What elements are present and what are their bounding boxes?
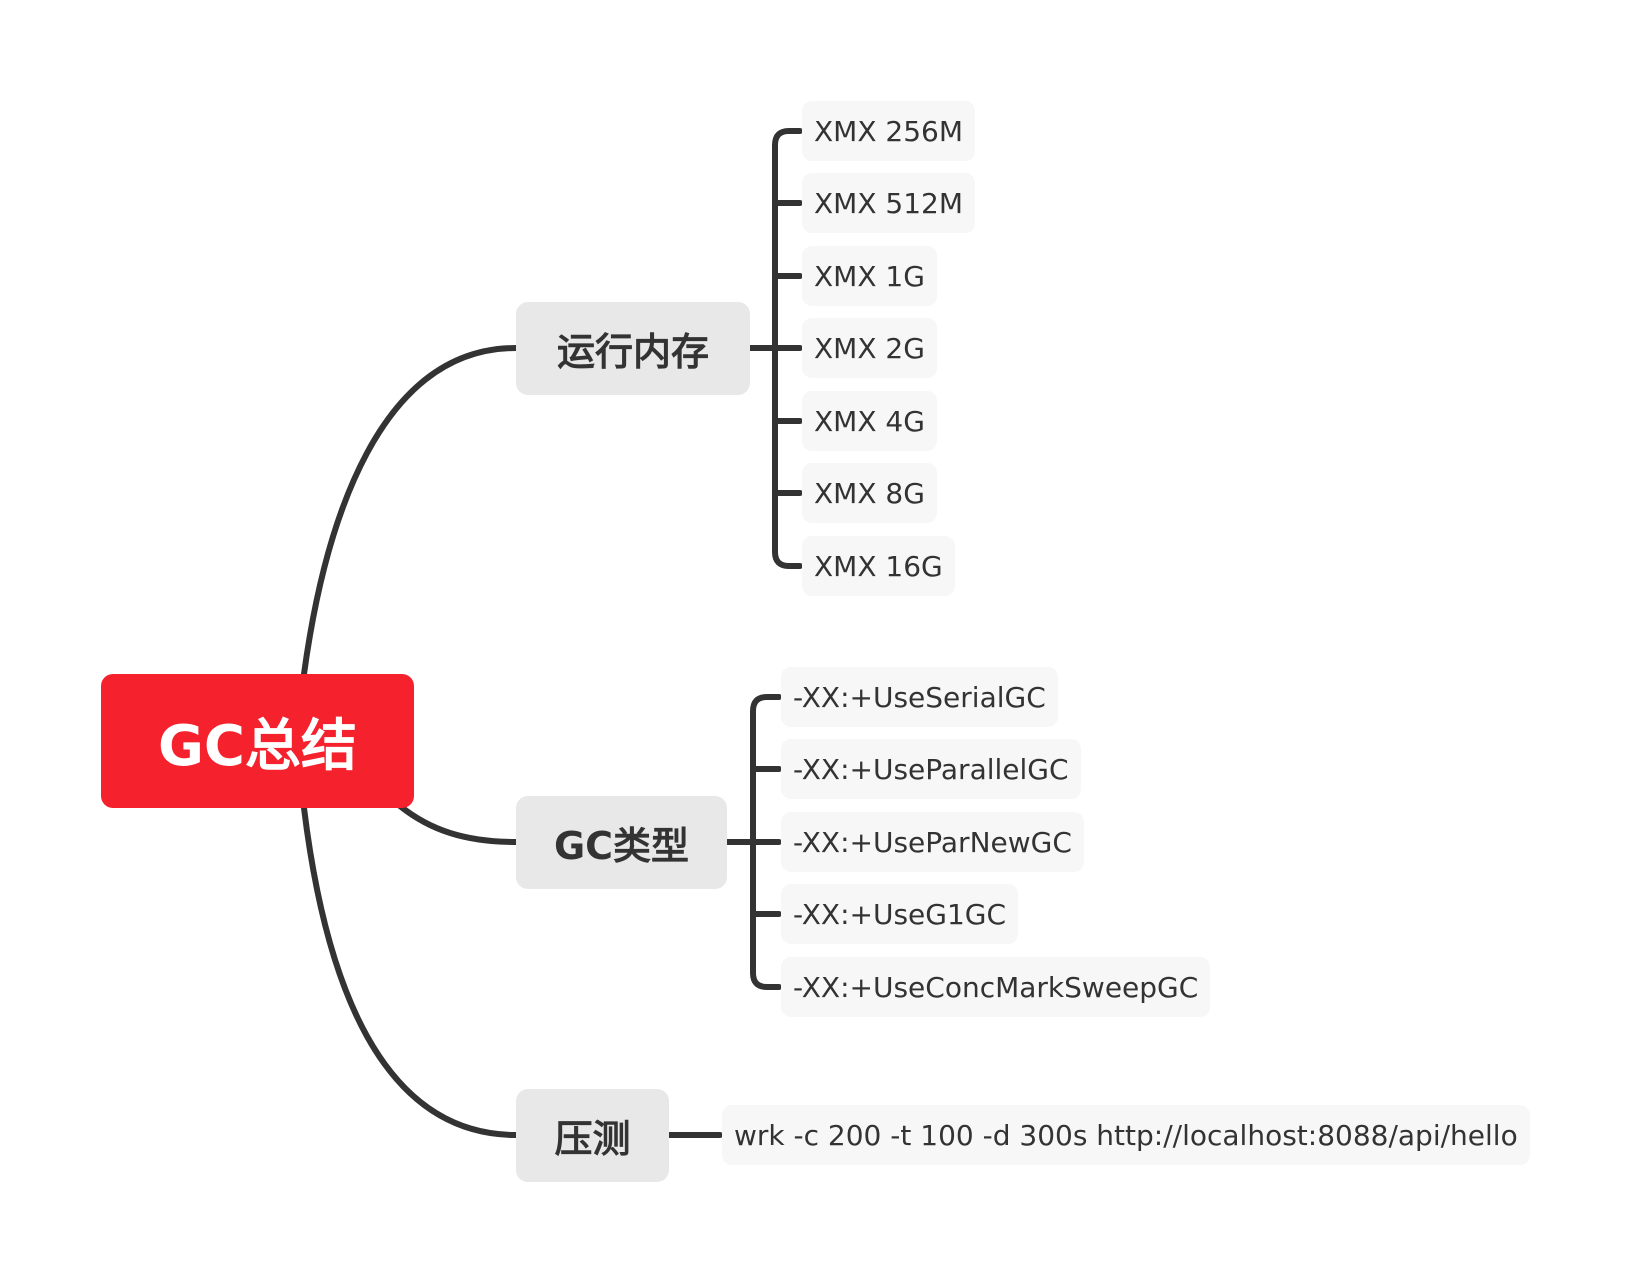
- leaf-label: -XX:+UseParallelGC: [793, 752, 1069, 786]
- connector-root-to-gctype: [397, 803, 519, 845]
- branch-load-test-label: 压测: [554, 1117, 631, 1161]
- leaf-label: XMX 16G: [814, 549, 943, 583]
- branch-memory[interactable]: 运行内存: [516, 302, 750, 395]
- leaf-memory-2g[interactable]: XMX 2G: [802, 318, 937, 378]
- leaf-label: XMX 8G: [814, 476, 925, 510]
- connector-gctype-ticks: [750, 766, 782, 917]
- leaf-label: -XX:+UseConcMarkSweepGC: [793, 970, 1199, 1004]
- connector-root-to-memory: [301, 345, 519, 677]
- branch-load-test[interactable]: 压测: [516, 1089, 669, 1182]
- root-node[interactable]: GC总结: [101, 674, 414, 808]
- leaf-label: -XX:+UseG1GC: [793, 897, 1007, 931]
- leaf-memory-512m[interactable]: XMX 512M: [802, 173, 976, 233]
- leaf-memory-1g[interactable]: XMX 1G: [802, 246, 937, 306]
- leaf-label: -XX:+UseSerialGC: [793, 680, 1046, 714]
- leaf-gc-parallel[interactable]: -XX:+UseParallelGC: [781, 739, 1081, 799]
- branch-gc-type[interactable]: GC类型: [516, 796, 727, 889]
- connector-memory-ticks: [772, 200, 803, 496]
- leaf-gc-serial[interactable]: -XX:+UseSerialGC: [781, 667, 1058, 727]
- leaf-label: XMX 4G: [814, 404, 925, 438]
- leaf-label: XMX 1G: [814, 259, 925, 293]
- leaf-label: XMX 2G: [814, 331, 925, 365]
- leaf-label: XMX 512M: [814, 186, 964, 220]
- branch-gc-type-label: GC类型: [553, 824, 690, 868]
- leaf-gc-g1[interactable]: -XX:+UseG1GC: [781, 884, 1019, 944]
- leaf-memory-256m[interactable]: XMX 256M: [802, 101, 976, 161]
- branch-memory-label: 运行内存: [556, 330, 709, 374]
- leaf-label: wrk -c 200 -t 100 -d 300s http://localho…: [734, 1118, 1518, 1152]
- leaf-label: XMX 256M: [814, 114, 964, 148]
- leaf-gc-cms[interactable]: -XX:+UseConcMarkSweepGC: [781, 957, 1211, 1017]
- leaf-label: -XX:+UseParNewGC: [793, 825, 1072, 859]
- leaf-gc-parnew[interactable]: -XX:+UseParNewGC: [781, 812, 1084, 872]
- root-label: GC总结: [157, 713, 358, 779]
- leaf-memory-8g[interactable]: XMX 8G: [802, 463, 937, 523]
- leaf-memory-4g[interactable]: XMX 4G: [802, 391, 937, 451]
- connector-root-to-loadtest: [301, 805, 519, 1138]
- leaf-load-test-command[interactable]: wrk -c 200 -t 100 -d 300s http://localho…: [722, 1105, 1530, 1165]
- leaf-memory-16g[interactable]: XMX 16G: [802, 536, 955, 596]
